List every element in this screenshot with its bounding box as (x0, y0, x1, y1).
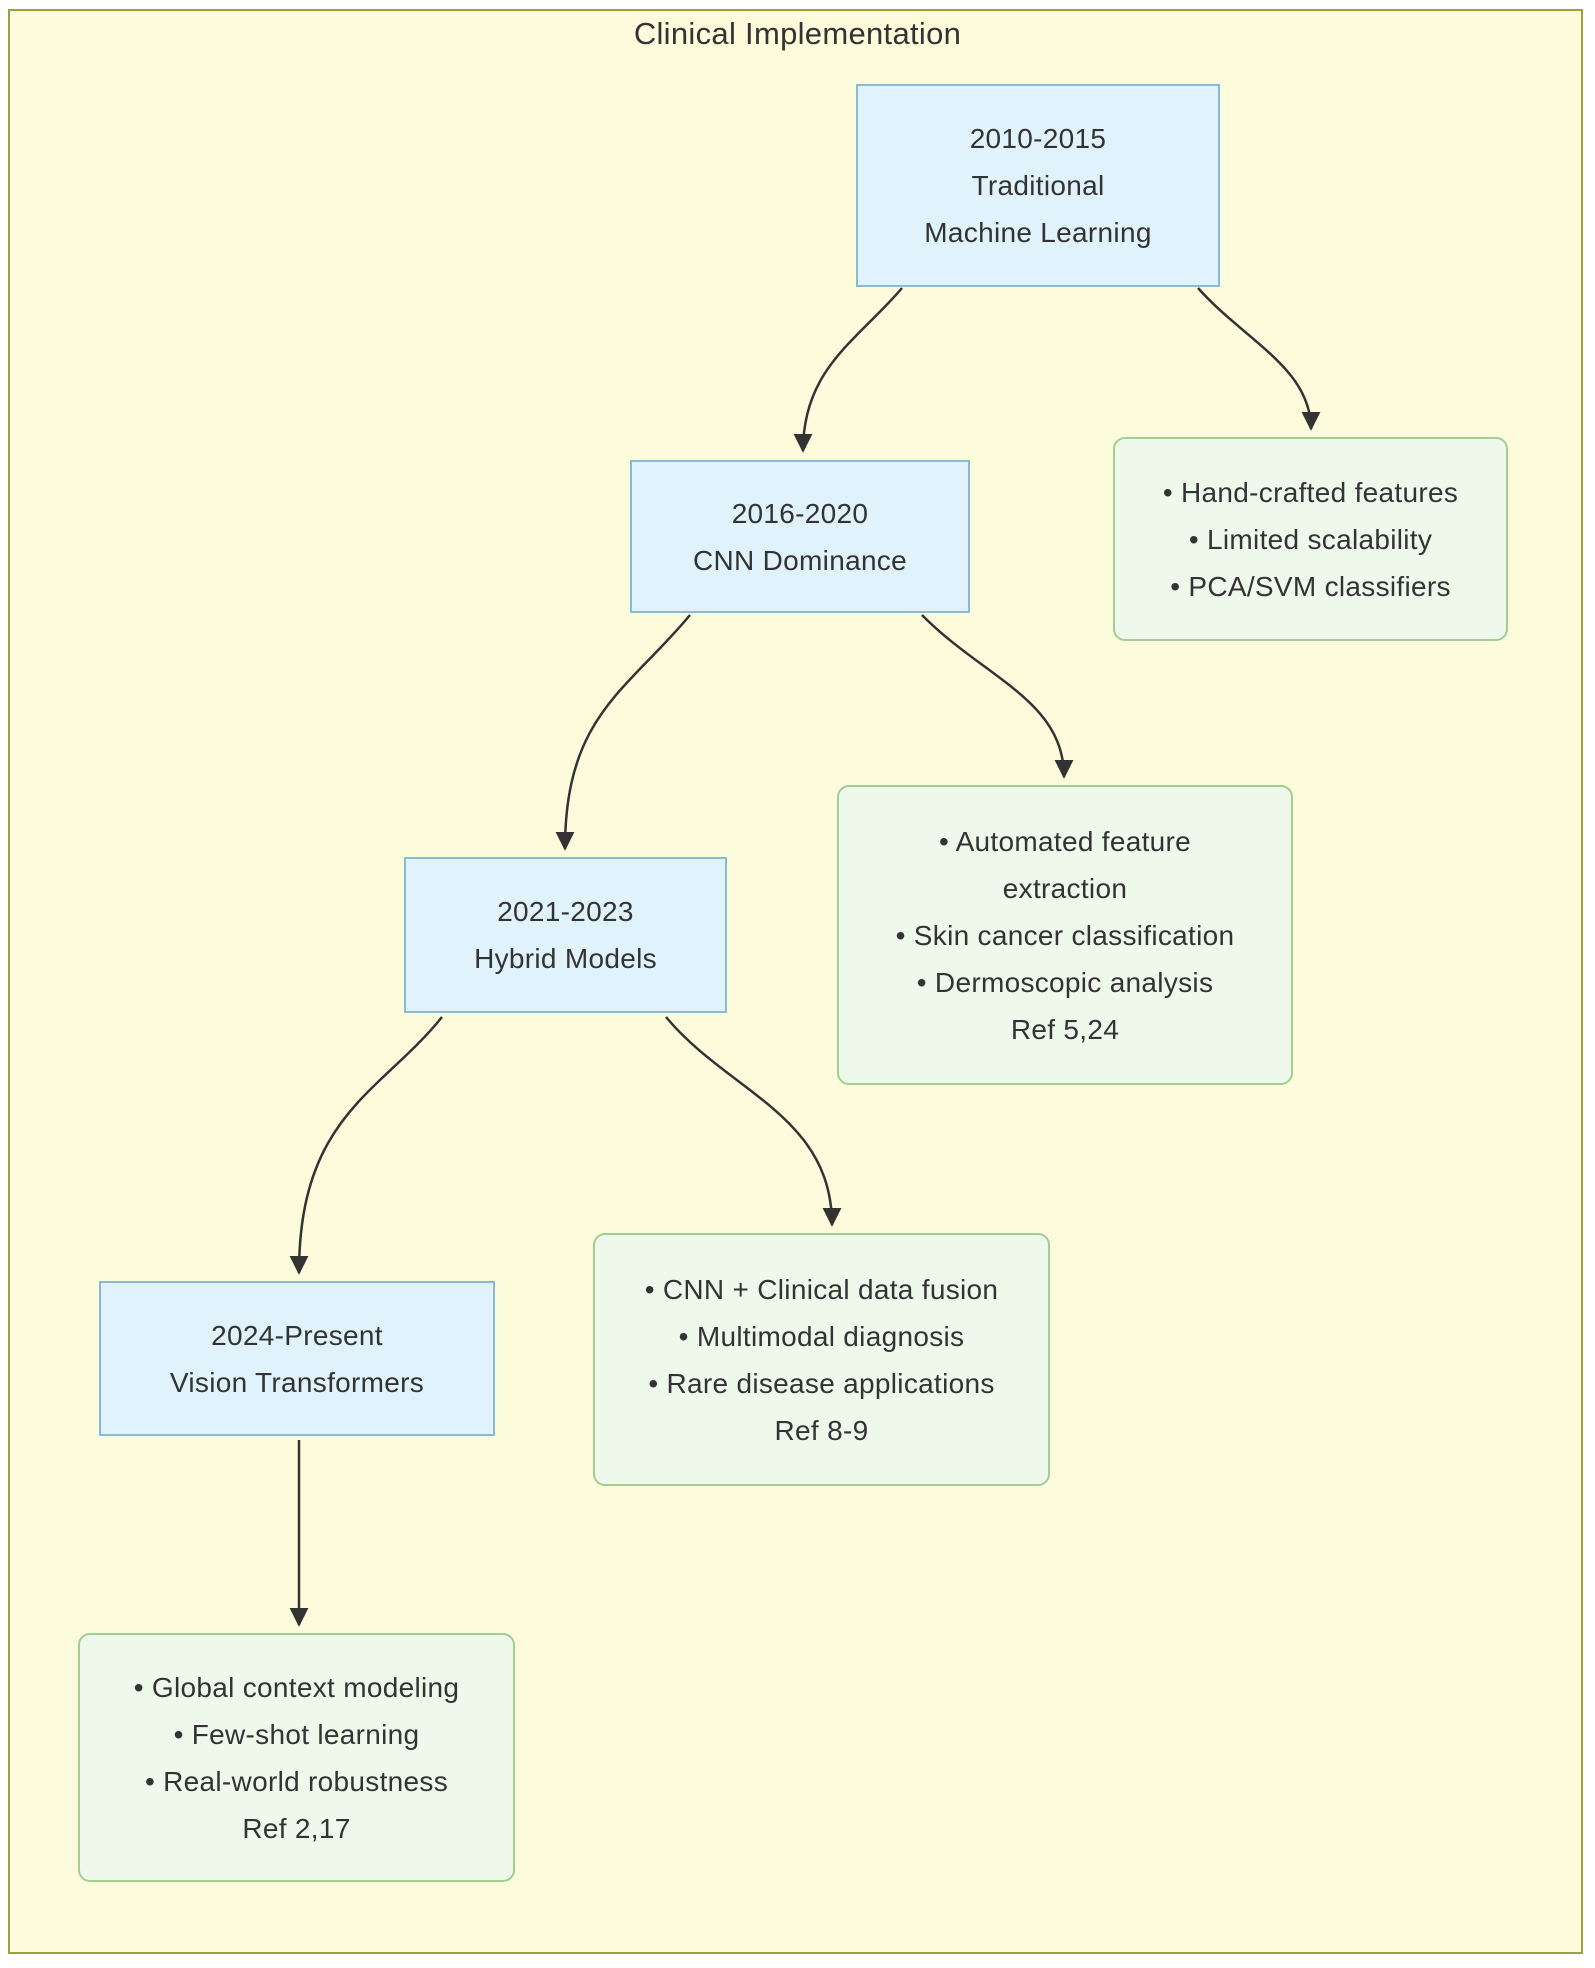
bullet-line: • Rare disease applications (648, 1367, 995, 1399)
node-era-2016-2020-cnn-dominance: 2016-2020 CNN Dominance (630, 460, 970, 613)
bullet-line: • Real-world robustness (144, 1765, 449, 1797)
node-text-line: 2010-2015 (969, 123, 1107, 154)
note-vision-transformers-details: • Global context modeling • Few-shot lea… (78, 1633, 515, 1882)
reference-line: Ref 5,24 (1010, 1013, 1120, 1045)
bullet-line: • Automated feature (938, 825, 1192, 857)
bullet-line: • Global context modeling (133, 1671, 460, 1703)
node-era-2021-2023-hybrid-models: 2021-2023 Hybrid Models (404, 857, 727, 1013)
bullet-line: • Hand-crafted features (1162, 476, 1459, 508)
node-text-line: 2021-2023 (497, 896, 634, 927)
node-era-2010-2015-traditional-ml: 2010-2015 Traditional Machine Learning (856, 84, 1220, 287)
bullet-line: • PCA/SVM classifiers (1170, 570, 1451, 602)
reference-line: Ref 2,17 (242, 1812, 351, 1844)
node-era-2024-present-vision-transformers: 2024-Present Vision Transformers (99, 1281, 495, 1436)
diagram-title: Clinical Implementation (633, 16, 962, 51)
node-text-line: 2024-Present (211, 1319, 383, 1351)
note-cnn-dominance-details: • Automated feature extraction • Skin ca… (837, 785, 1293, 1085)
node-text-line: 2016-2020 (731, 497, 869, 529)
bullet-line-continuation: extraction (1002, 872, 1128, 904)
bullet-line: • CNN + Clinical data fusion (644, 1273, 999, 1305)
bullet-line: • Limited scalability (1188, 523, 1433, 555)
note-traditional-ml-details: • Hand-crafted features • Limited scalab… (1113, 437, 1508, 641)
node-text-line: Traditional (971, 170, 1105, 201)
node-text-line: Vision Transformers (169, 1366, 425, 1398)
bullet-line: • Few-shot learning (173, 1718, 420, 1750)
bullet-line: • Skin cancer classification (895, 919, 1235, 951)
bullet-line: • Multimodal diagnosis (678, 1320, 965, 1352)
node-text-line: CNN Dominance (693, 544, 907, 576)
node-text-line: Hybrid Models (474, 943, 657, 974)
reference-line: Ref 8-9 (774, 1414, 869, 1446)
clinical-implementation-cluster (8, 9, 1583, 1954)
note-hybrid-models-details: • CNN + Clinical data fusion • Multimoda… (593, 1233, 1050, 1486)
node-text-line: Machine Learning (924, 217, 1152, 248)
bullet-line: • Dermoscopic analysis (916, 966, 1214, 998)
